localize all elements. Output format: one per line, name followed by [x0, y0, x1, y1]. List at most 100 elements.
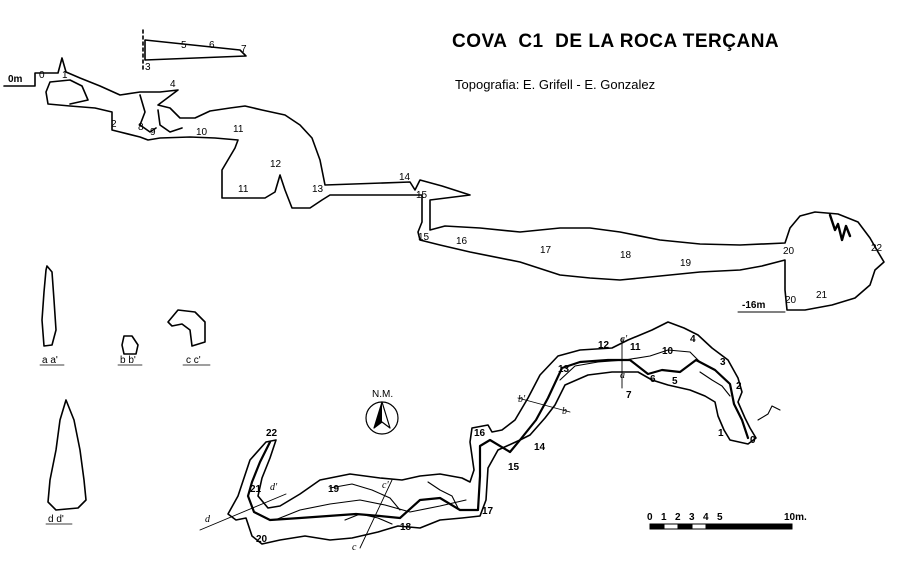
profile-station: 22 [871, 243, 883, 254]
profile-station: 14 [399, 172, 411, 183]
profile-station: 2 [111, 119, 117, 130]
map-title: COVA C1 DE LA ROCA TERÇANA [452, 31, 780, 52]
plan-station: 20 [256, 534, 268, 545]
plan-station: 14 [534, 442, 546, 453]
plan-cut-letter: b' [518, 394, 526, 405]
plan-station: 2 [736, 381, 742, 392]
plan-section [227, 321, 781, 545]
profile-station: 9 [150, 127, 156, 138]
profile-station: 15 [418, 232, 430, 243]
scale-seg-1 [649, 523, 665, 530]
plan-station: 19 [328, 484, 340, 495]
profile-rock-detail-1 [139, 94, 157, 133]
scale-seg-5 [705, 523, 721, 530]
plan-station: 11 [630, 342, 641, 353]
plan-station: 0 [750, 435, 756, 446]
profile-station: 17 [540, 245, 552, 256]
plan-station: 12 [598, 340, 610, 351]
plan-station: 5 [672, 376, 678, 387]
plan-station: 17 [482, 506, 494, 517]
plan-inner-wall-3 [329, 483, 401, 511]
plan-section-cuts [199, 337, 623, 549]
plan-cut-letter: b [562, 406, 567, 417]
profile-station: 6 [209, 40, 215, 51]
plan-exit-passage [757, 405, 781, 421]
plan-inner-wall-1 [559, 349, 701, 381]
cut-b [517, 397, 571, 413]
plan-station: 21 [250, 484, 262, 495]
profile-station: 7 [241, 44, 247, 55]
plan-station: 13 [558, 364, 570, 375]
profile-station: 11 [238, 184, 249, 195]
scale-tick-label: 2 [675, 512, 681, 523]
profile-station: 12 [270, 159, 282, 170]
section-a-label: a a' [42, 355, 58, 366]
north-arrow [365, 401, 399, 435]
profile-station: 0 [39, 70, 45, 81]
plan-inner-wall-6 [699, 371, 731, 397]
survey-credits: Topografia: E. Grifell - E. Gonzalez [455, 77, 656, 92]
profile-station: 8 [138, 122, 144, 133]
plan-station: 3 [720, 357, 726, 368]
profile-station: 3 [145, 62, 151, 73]
profile-station: 20 [785, 295, 797, 306]
plan-station: 18 [400, 522, 412, 533]
plan-station: 10 [662, 346, 674, 357]
north-label: N.M. [372, 389, 393, 400]
plan-outer-outline [227, 321, 757, 545]
plan-station: 22 [266, 428, 278, 439]
section-a-shape [41, 265, 57, 347]
section-b-shape [121, 335, 139, 355]
profile-section [3, 29, 885, 313]
profile-station: 5 [181, 40, 187, 51]
profile-right-chamber-wall [828, 213, 852, 242]
cross-sections [39, 265, 211, 525]
section-d-label: d d' [48, 514, 64, 525]
profile-station: 1 [62, 70, 68, 81]
plan-inner-wall-2 [274, 499, 467, 521]
profile-station: 21 [816, 290, 828, 301]
plan-station: 6 [650, 374, 656, 385]
section-b-label: b b' [120, 355, 136, 366]
profile-station: 4 [170, 79, 176, 90]
profile-station: 13 [312, 184, 324, 195]
profile-station: 11 [233, 124, 244, 135]
profile-station: 19 [680, 258, 692, 269]
plan-cut-letter: c' [382, 480, 389, 491]
scale-tick-label: 4 [703, 512, 709, 523]
cut-c [359, 479, 393, 549]
plan-cut-letter: a [620, 370, 625, 381]
profile-station: 15 [416, 190, 428, 201]
profile-station: 20 [783, 246, 795, 257]
plan-station: 1 [718, 428, 724, 439]
scale-bar [649, 523, 793, 530]
depth-0-label: 0m [8, 74, 23, 85]
profile-rock-detail-2 [157, 109, 183, 133]
plan-station: 15 [508, 462, 520, 473]
profile-station: 18 [620, 250, 632, 261]
plan-station: 4 [690, 334, 696, 345]
north-arrow-fill [374, 402, 382, 428]
profile-upper-passage [144, 39, 247, 61]
scale-tick-label: 3 [689, 512, 695, 523]
section-c-label: c c' [186, 355, 201, 366]
depth-16-label: -16m [742, 300, 765, 311]
scale-end-label: 10m. [784, 512, 807, 523]
scale-seg-end [719, 523, 793, 530]
plan-cut-letter: d' [270, 482, 278, 493]
plan-cut-letter: a' [620, 334, 628, 345]
plan-cut-letter: d [205, 514, 211, 525]
profile-upper-outline [3, 57, 885, 311]
plan-station: 16 [474, 428, 486, 439]
scale-tick-label: 0 [647, 512, 653, 523]
plan-inner-wall-5 [427, 481, 459, 509]
section-c-shape [167, 309, 206, 347]
plan-survey-line [246, 358, 750, 522]
section-d-shape [47, 399, 87, 511]
plan-station: 7 [626, 390, 632, 401]
cut-d [199, 493, 287, 531]
profile-station: 16 [456, 236, 468, 247]
scale-tick-label: 5 [717, 512, 723, 523]
